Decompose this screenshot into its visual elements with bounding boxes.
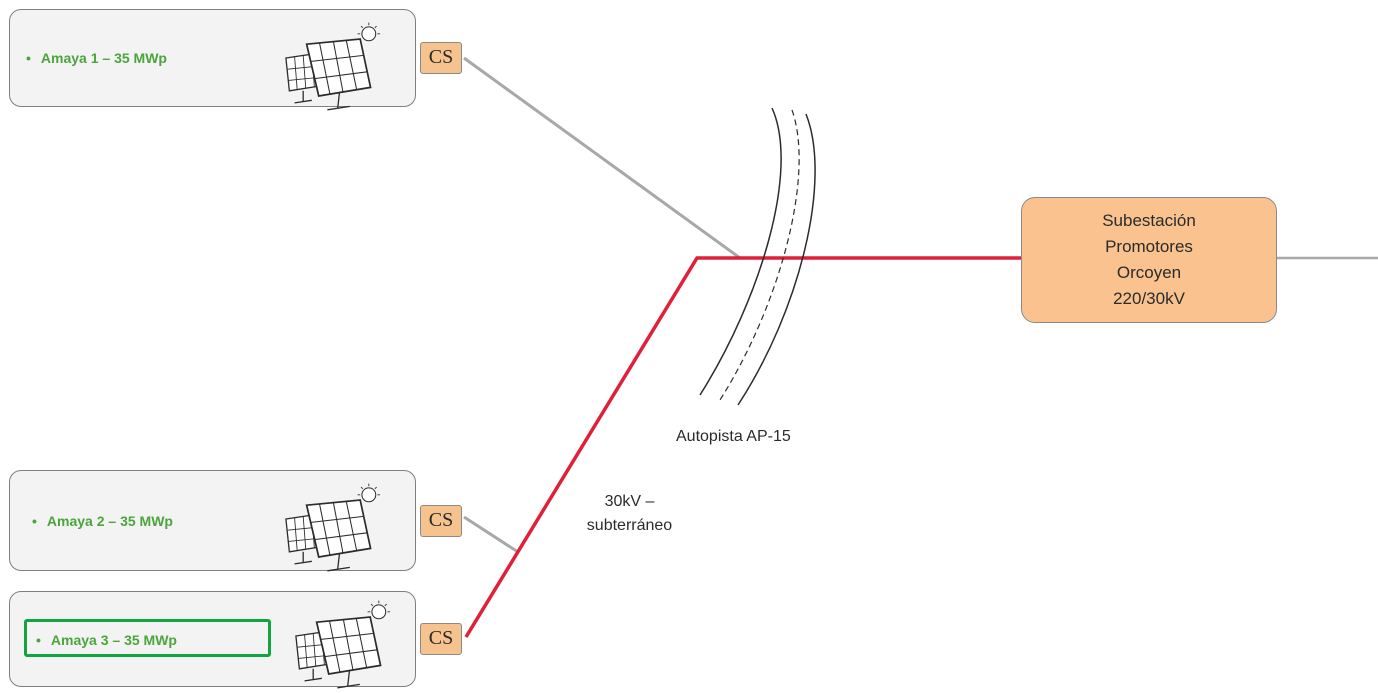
solar-panel-icon xyxy=(285,21,381,111)
line-cs2-to-cable xyxy=(463,515,519,554)
plant-label-amaya-3: •Amaya 3 – 35 MWp xyxy=(36,632,177,648)
cable-label-line-2: subterráneo xyxy=(586,517,673,534)
selection-highlight xyxy=(24,619,271,657)
substation-line-2: Promotores xyxy=(1105,237,1193,256)
cable-label-line-1: 30kV – xyxy=(604,493,655,510)
plant-label-amaya-2: •Amaya 2 – 35 MWp xyxy=(32,513,173,529)
highway-ap15-icon xyxy=(699,107,816,406)
cs-box-amaya-1[interactable]: CS xyxy=(420,42,462,74)
solar-panel-icon xyxy=(295,599,391,689)
substation-line-1: Subestación xyxy=(1102,211,1196,230)
highway-label: Autopista AP-15 xyxy=(676,428,791,445)
cs-box-amaya-2[interactable]: CS xyxy=(420,505,462,537)
plant-box-amaya-3[interactable]: •Amaya 3 – 35 MWp xyxy=(9,591,416,689)
substation-line-4: 220/30kV xyxy=(1113,289,1185,308)
cable-label: 30kV – subterráneo xyxy=(562,490,697,538)
line-cs1-to-junction xyxy=(463,56,741,260)
substation-box[interactable]: Subestación Promotores Orcoyen 220/30kV xyxy=(1021,197,1277,323)
plant-label-amaya-1: •Amaya 1 – 35 MWp xyxy=(26,50,167,66)
solar-panel-icon xyxy=(285,482,381,572)
cs-box-amaya-3[interactable]: CS xyxy=(420,623,462,655)
plant-box-amaya-1[interactable]: •Amaya 1 – 35 MWp xyxy=(9,9,416,111)
underground-cable-30kv xyxy=(464,256,1021,638)
plant-box-amaya-2[interactable]: •Amaya 2 – 35 MWp xyxy=(9,470,416,572)
substation-line-3: Orcoyen xyxy=(1116,263,1182,282)
